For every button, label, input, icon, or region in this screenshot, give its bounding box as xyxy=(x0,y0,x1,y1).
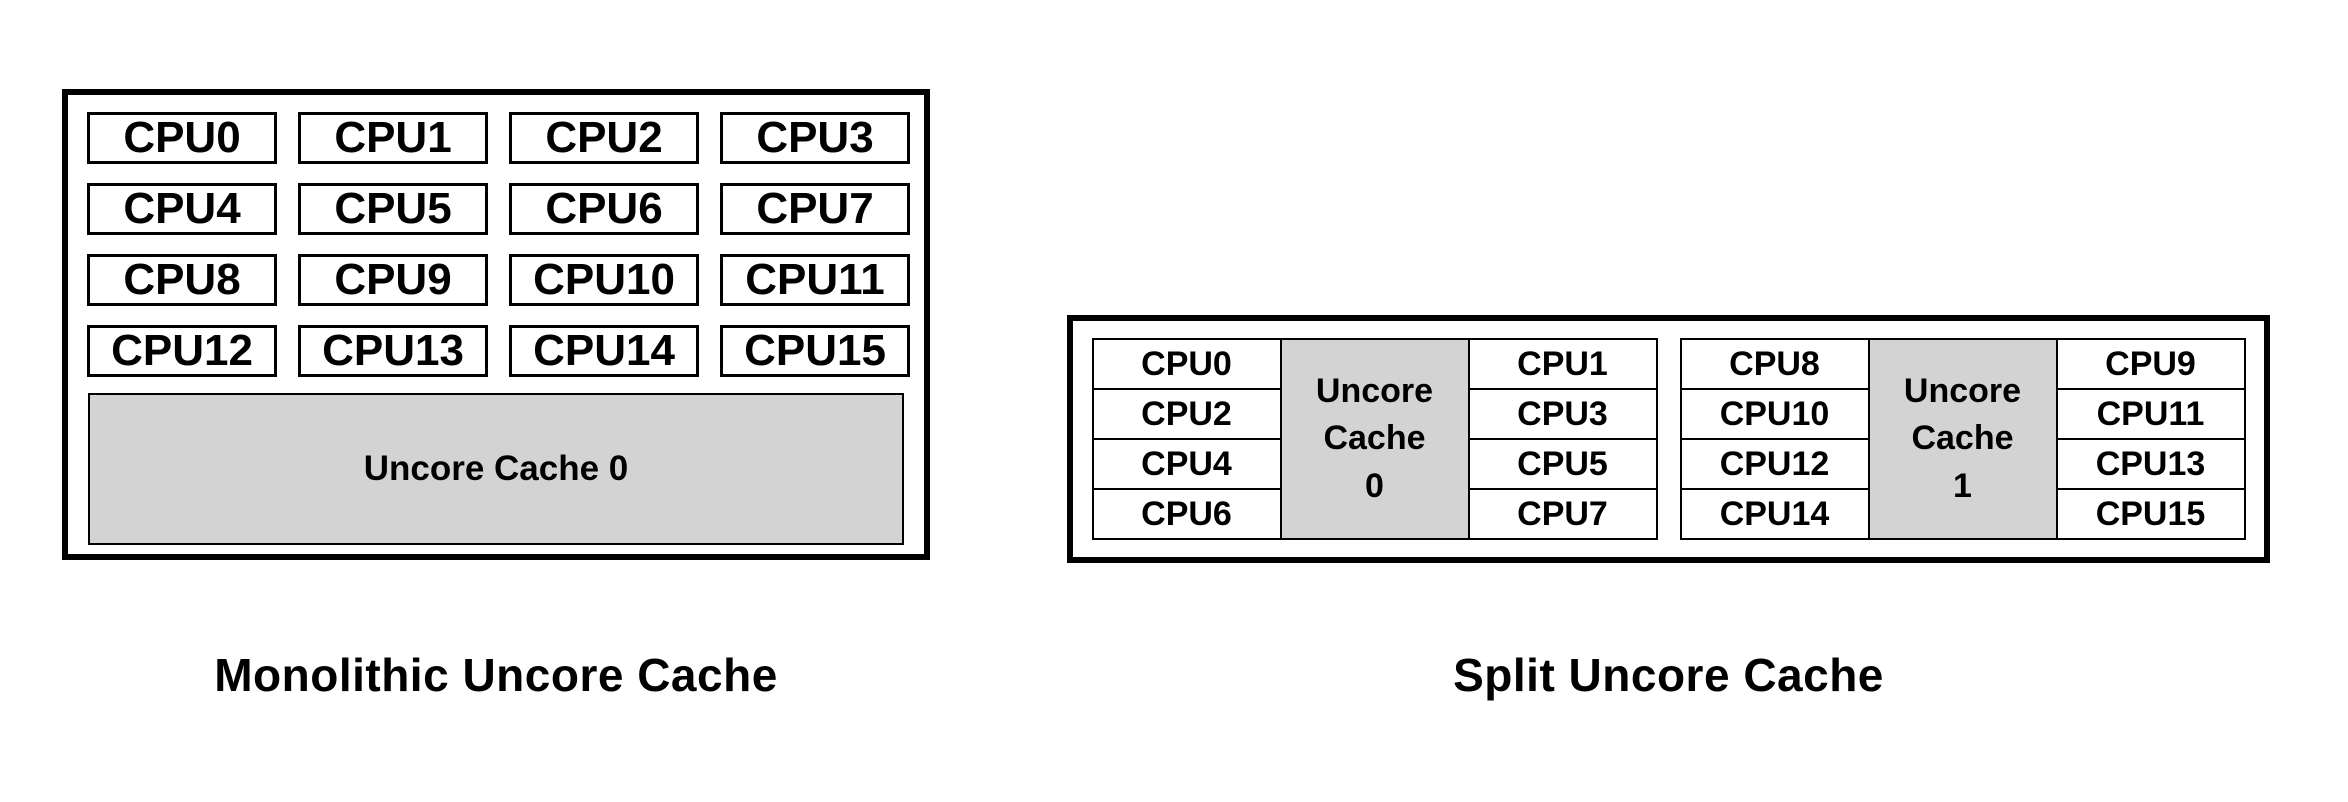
cpu-box: CPU1 xyxy=(1467,338,1658,390)
cpu-box: CPU8 xyxy=(87,254,277,306)
split-caption: Split Uncore Cache xyxy=(1453,649,1884,701)
cpu-box: CPU10 xyxy=(509,254,699,306)
cpu-box: CPU4 xyxy=(1091,438,1282,490)
cpu-box: CPU7 xyxy=(1467,488,1658,540)
monolithic-caption: Monolithic Uncore Cache xyxy=(214,649,778,701)
cpu-box: CPU3 xyxy=(1467,388,1658,440)
cpu-box: CPU14 xyxy=(1679,488,1870,540)
cpu-box: CPU14 xyxy=(509,325,699,377)
cpu-box: CPU5 xyxy=(298,183,488,235)
uncore-cache-1-cell: Uncore Cache 1 xyxy=(1867,338,2058,540)
cpu-box: CPU9 xyxy=(298,254,488,306)
cpu-box: CPU11 xyxy=(2055,388,2246,440)
cpu-box: CPU15 xyxy=(2055,488,2246,540)
monolithic-cpu-grid: CPU0 CPU1 CPU2 CPU3 CPU4 CPU5 CPU6 CPU7 … xyxy=(87,112,910,377)
cpu-box: CPU15 xyxy=(720,325,910,377)
uncore-cache-0-box: Uncore Cache 0 xyxy=(88,393,904,545)
uncore-cache-label-line: Cache xyxy=(1911,419,2014,458)
cpu-box: CPU0 xyxy=(1091,338,1282,390)
cpu-box: CPU9 xyxy=(2055,338,2246,390)
split-cluster-0-left-column: CPU0 CPU2 CPU4 CPU6 xyxy=(1091,338,1282,540)
uncore-cache-label-line: Cache xyxy=(1323,419,1426,458)
cpu-box: CPU0 xyxy=(87,112,277,164)
cpu-box: CPU4 xyxy=(87,183,277,235)
uncore-cache-label-line: 0 xyxy=(1365,466,1384,505)
split-uncore-diagram: CPU0 CPU2 CPU4 CPU6 Uncore Cache 0 CPU1 … xyxy=(1067,315,2270,563)
uncore-cache-0-cell: Uncore Cache 0 xyxy=(1279,338,1470,540)
cpu-box: CPU5 xyxy=(1467,438,1658,490)
split-cluster-0-right-column: CPU1 CPU3 CPU5 CPU7 xyxy=(1467,338,1658,540)
cpu-box: CPU11 xyxy=(720,254,910,306)
split-cluster-1-left-column: CPU8 CPU10 CPU12 CPU14 xyxy=(1679,338,1870,540)
split-cluster-0: CPU0 CPU2 CPU4 CPU6 Uncore Cache 0 CPU1 … xyxy=(1091,338,1658,540)
cpu-box: CPU6 xyxy=(509,183,699,235)
cpu-box: CPU12 xyxy=(1679,438,1870,490)
monolithic-uncore-diagram: CPU0 CPU1 CPU2 CPU3 CPU4 CPU5 CPU6 CPU7 … xyxy=(62,89,930,560)
uncore-cache-label-line: Uncore xyxy=(1903,371,2022,410)
cpu-box: CPU6 xyxy=(1091,488,1282,540)
uncore-cache-label-line: Uncore xyxy=(1315,371,1434,410)
split-cluster-1: CPU8 CPU10 CPU12 CPU14 Uncore Cache 1 CP… xyxy=(1679,338,2246,540)
cpu-box: CPU1 xyxy=(298,112,488,164)
cpu-box: CPU12 xyxy=(87,325,277,377)
split-cluster-1-right-column: CPU9 CPU11 CPU13 CPU15 xyxy=(2055,338,2246,540)
uncore-cache-label-line: 1 xyxy=(1953,466,1972,505)
cpu-box: CPU7 xyxy=(720,183,910,235)
cpu-box: CPU3 xyxy=(720,112,910,164)
cpu-box: CPU2 xyxy=(509,112,699,164)
cpu-box: CPU13 xyxy=(298,325,488,377)
cpu-box: CPU8 xyxy=(1679,338,1870,390)
cpu-box: CPU13 xyxy=(2055,438,2246,490)
cpu-box: CPU2 xyxy=(1091,388,1282,440)
cpu-box: CPU10 xyxy=(1679,388,1870,440)
